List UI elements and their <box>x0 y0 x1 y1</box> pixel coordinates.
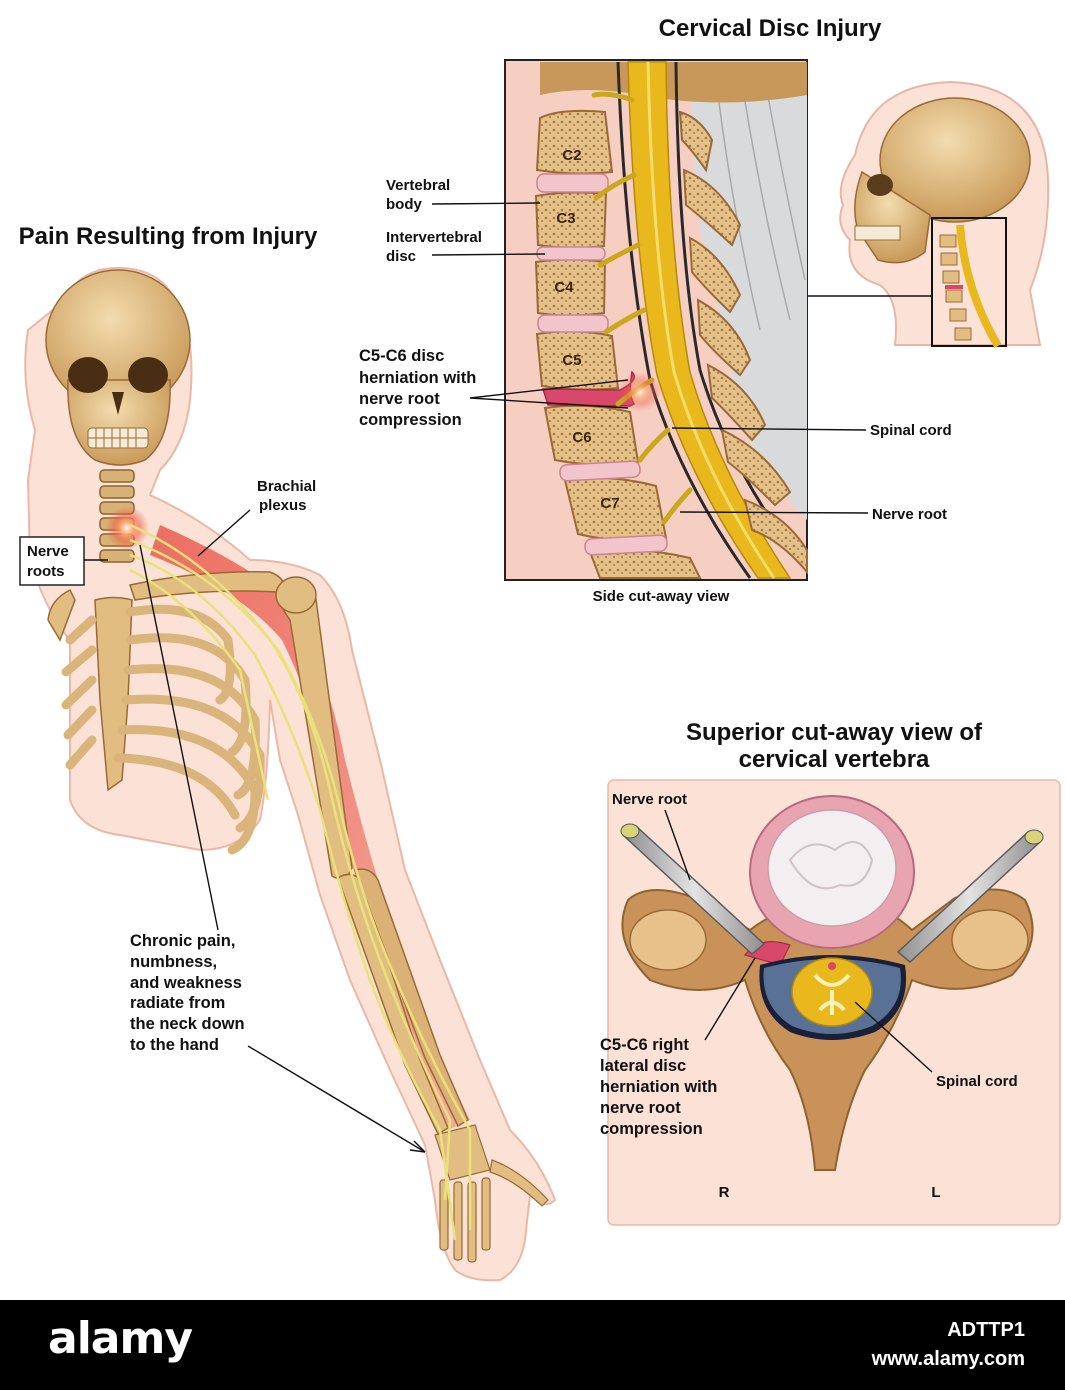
eye-socket-right <box>128 357 168 393</box>
image-id: ADTTP1 <box>947 1319 1025 1341</box>
label-herniation-3: nerve root <box>359 390 440 408</box>
label-brachial-2: plexus <box>259 497 307 514</box>
label-right-side: R <box>719 1184 730 1201</box>
illustration-canvas: Cervical Disc Injury Pain Resulting from… <box>19 15 1061 1282</box>
label-nerve-roots-1: Nerve <box>27 543 69 560</box>
body-skeleton: Nerve roots <box>19 266 557 1282</box>
head-inset-frame <box>931 217 1007 347</box>
label-superior-nerve-root: Nerve root <box>612 791 687 808</box>
ulna <box>354 868 469 1128</box>
label-superior-herniation-1: C5-C6 right <box>600 1036 689 1054</box>
label-herniation-4: compression <box>359 411 462 429</box>
label-pain-3: and weakness <box>130 974 242 992</box>
posterior-ligament <box>690 62 807 520</box>
spinal-cord <box>627 61 792 579</box>
vertebra-label-c7: C7 <box>600 495 619 512</box>
neck-pain-glow <box>105 506 149 550</box>
label-pain-6: to the hand <box>130 1036 219 1054</box>
vertebra-label-c5: C5 <box>562 352 581 369</box>
stock-footer-bar <box>0 1300 1065 1390</box>
nerve-roots-box <box>19 536 85 586</box>
label-herniation-2: herniation with <box>359 369 476 387</box>
label-left-side: L <box>931 1184 940 1201</box>
side-cutaway-panel: C2 C3 C4 C5 C6 C7 <box>504 59 808 581</box>
label-pain-5: the neck down <box>130 1015 245 1033</box>
sternum <box>94 596 133 792</box>
label-pain-2: numbness, <box>130 953 217 971</box>
superior-title-line2: cervical vertebra <box>739 746 930 773</box>
label-nerve-root: Nerve root <box>872 506 947 523</box>
label-superior-herniation-5: compression <box>600 1120 703 1138</box>
pain-title: Pain Resulting from Injury <box>19 223 318 250</box>
cervical-title: Cervical Disc Injury <box>659 15 882 42</box>
label-superior-herniation-2: lateral disc <box>600 1057 686 1075</box>
label-intervertebral-disc-1: Intervertebral <box>386 229 482 246</box>
head-thumbnail <box>839 80 1050 349</box>
label-vertebral-body-1: Vertebral <box>386 177 450 194</box>
label-nerve-roots-2: roots <box>27 563 65 580</box>
label-superior-herniation-4: nerve root <box>600 1099 681 1117</box>
superior-vertebra-view <box>607 779 1061 1226</box>
vertebra-label-c4: C4 <box>554 279 574 296</box>
site-url: www.alamy.com <box>871 1348 1025 1370</box>
alamy-logo: alamy <box>48 1313 193 1364</box>
eye-socket-left <box>68 357 108 393</box>
vertebra-c2 <box>535 109 614 175</box>
label-brachial-1: Brachial <box>257 478 316 495</box>
label-pain-4: radiate from <box>130 994 225 1012</box>
arm-nerves <box>129 523 472 1241</box>
spinous-processes <box>678 110 808 575</box>
label-herniation-1: C5-C6 disc <box>359 347 444 365</box>
label-intervertebral-disc-2: disc <box>386 248 416 265</box>
vertebra-label-c6: C6 <box>572 429 591 446</box>
vertebra-label-c2: C2 <box>562 147 581 164</box>
superior-title-line1: Superior cut-away view of <box>686 719 983 746</box>
label-pain-1: Chronic pain, <box>130 932 235 950</box>
label-spinal-cord: Spinal cord <box>870 422 952 439</box>
label-superior-spinal-cord: Spinal cord <box>936 1073 1018 1090</box>
label-vertebral-body-2: body <box>386 196 422 213</box>
label-superior-herniation-3: herniation with <box>600 1078 717 1096</box>
skull-base <box>540 62 807 103</box>
intervertebral-discs <box>536 173 668 556</box>
vertebra-label-c3: C3 <box>556 210 575 227</box>
side-view-caption: Side cut-away view <box>593 588 730 605</box>
